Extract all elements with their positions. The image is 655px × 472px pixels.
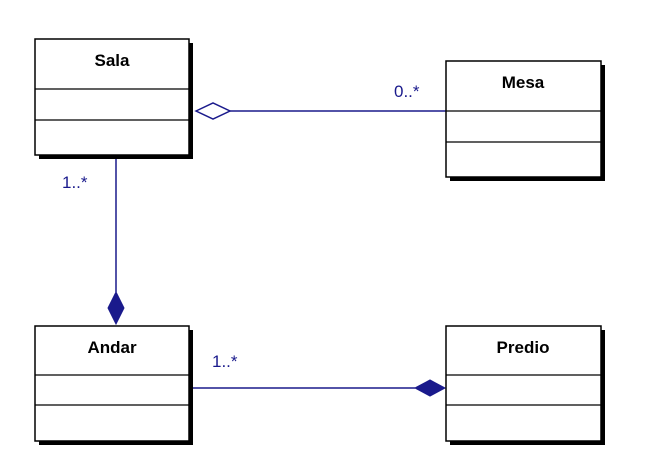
- class-name-mesa: Mesa: [502, 73, 545, 92]
- multiplicity-label-sala: 1..*: [62, 173, 88, 192]
- class-box-sala[interactable]: Sala: [34, 38, 193, 159]
- box-frame: [445, 325, 602, 442]
- box-frame: [34, 38, 190, 156]
- class-name-sala: Sala: [95, 51, 131, 70]
- box-frame: [445, 60, 602, 178]
- class-name-predio: Predio: [497, 338, 550, 357]
- class-name-andar: Andar: [87, 338, 137, 357]
- class-box-andar[interactable]: Andar: [34, 325, 193, 445]
- aggregation-diamond-icon: [194, 102, 232, 120]
- composition-diamond-icon: [413, 379, 447, 397]
- box-frame: [34, 325, 190, 442]
- class-box-mesa[interactable]: Mesa: [445, 60, 605, 181]
- multiplicity-label-andar: 1..*: [212, 352, 238, 371]
- multiplicity-label-mesa: 0..*: [394, 82, 420, 101]
- composition-diamond-icon: [107, 290, 125, 326]
- class-box-predio[interactable]: Predio: [445, 325, 605, 445]
